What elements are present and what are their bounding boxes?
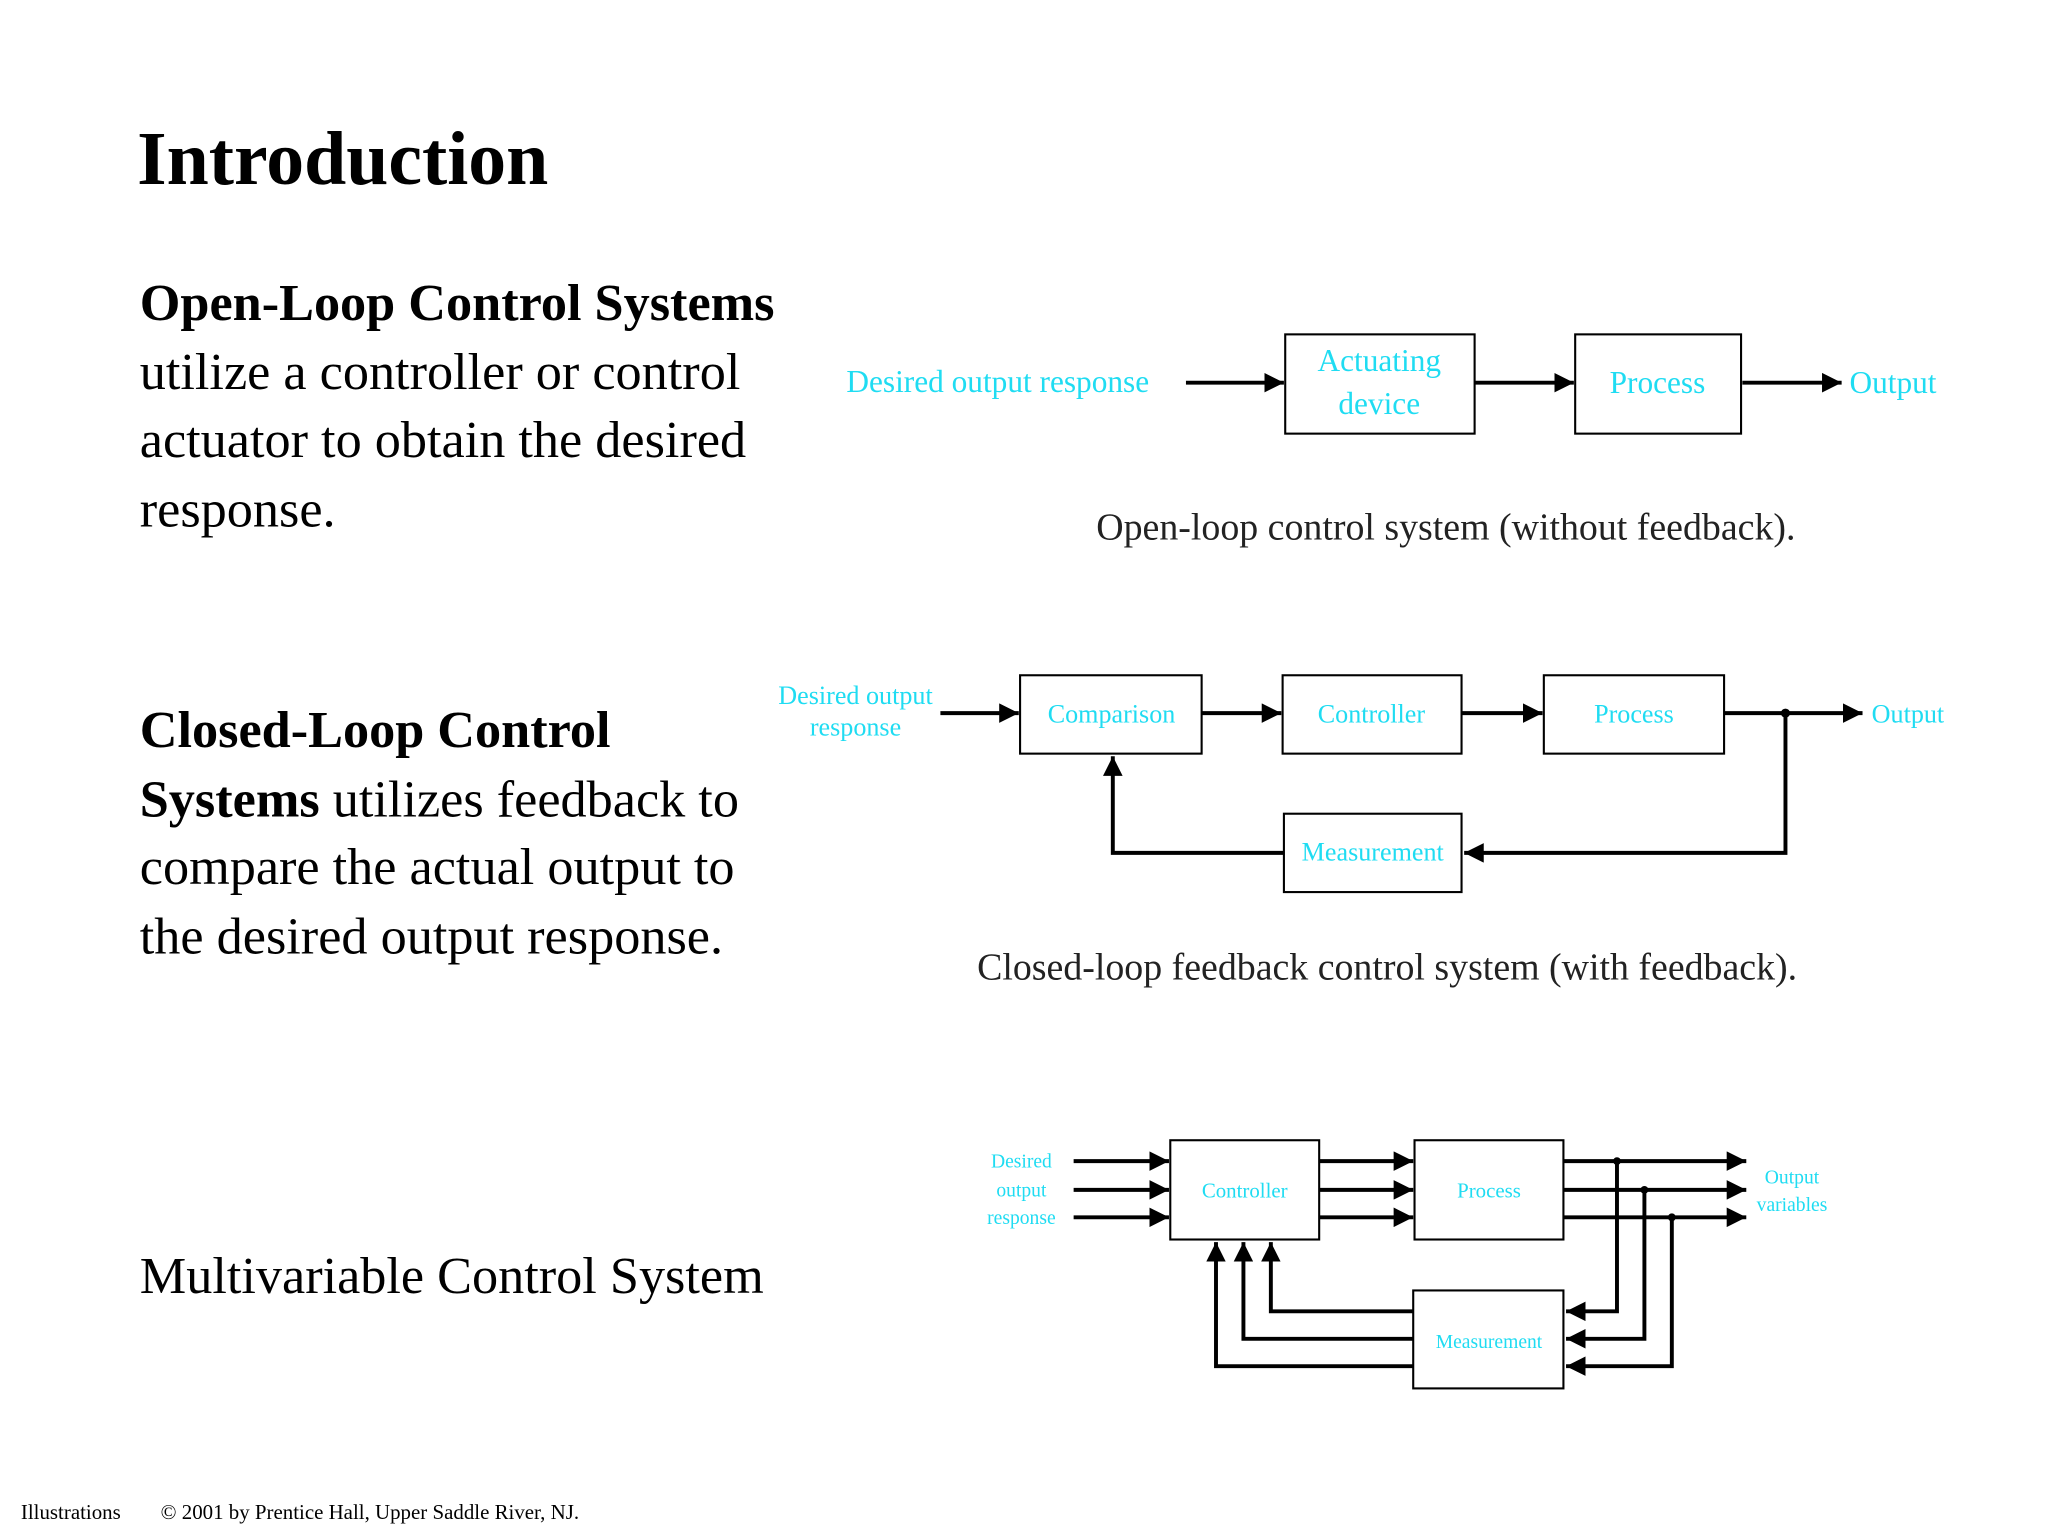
process-block [1413,1139,1565,1241]
footer-copyright: © 2001 by Prentice Hall, Upper Saddle Ri… [160,1502,580,1525]
controller-label: Controller [1318,699,1426,728]
multivariable-diagram: Desired output response Controller Proce… [987,1139,1828,1390]
closed-input-label-2: response [810,712,901,741]
process-label: Process [1610,365,1706,400]
controller-block [1169,1139,1321,1241]
measurement-block [1282,812,1463,894]
feedback-line [1566,1189,1647,1349]
open-loop-caption: Open-loop control system (without feedba… [1096,506,1795,548]
open-loop-heading: Open-Loop Control Systems [139,272,775,332]
open-loop-description: Open-Loop Control Systems utilize a cont… [140,269,775,543]
text-line: the desired output response. [139,905,724,965]
multivariable-label: Multivariable Control System [139,1246,764,1305]
process-label: Process [1457,1179,1521,1203]
process-block [1574,333,1743,435]
open-input-label: Desired output response [846,364,1149,399]
text-line: compare the actual output to [139,837,735,896]
closed-loop-heading-2: Systems [139,768,320,828]
feedback-line [1233,1242,1414,1341]
closed-loop-caption: Closed-loop feedback control system (wit… [977,947,1797,989]
process-block [1542,674,1726,755]
process-label: Process [1594,699,1674,728]
mv-output-label-2: variables [1757,1195,1828,1216]
measurement-label: Measurement [1302,838,1445,867]
feedback-line [1566,1161,1619,1322]
actuating-device-block [1284,333,1476,435]
actuator-label-1: Actuating [1317,343,1441,378]
measurement-label: Measurement [1436,1332,1543,1353]
closed-loop-diagram: Desired output response Comparison Contr… [778,674,1945,989]
text-line: utilize a controller or control [139,341,741,401]
feedback-line [1566,1217,1674,1376]
closed-loop-heading: Closed-Loop Control [139,700,611,759]
mv-output-label-1: Output [1765,1167,1820,1188]
comparison-block [1019,674,1203,755]
actuator-label-2: device [1338,386,1420,421]
output-label: Output [1849,365,1936,400]
footer-label: Illustrations [20,1502,121,1525]
controller-block [1281,674,1463,755]
text-line: response. [139,478,336,538]
feedback-line [1261,1242,1414,1314]
closed-input-label-1: Desired output [778,681,933,710]
controller-label: Controller [1202,1179,1288,1203]
text-line: actuator to obtain the desired [139,410,747,469]
feedback-line [1206,1242,1414,1369]
mv-input-label-1: Desired [991,1152,1052,1173]
mv-input-label-3: response [987,1208,1056,1229]
text-line: utilizes feedback to [319,768,739,828]
comparison-label: Comparison [1048,699,1176,728]
feedback-line [1103,756,1284,855]
slide-title: Introduction [137,116,549,202]
closed-loop-description: Closed-Loop Control Systems utilizes fee… [140,696,739,970]
open-loop-diagram: Desired output response Actuating device… [846,333,1937,548]
output-label: Output [1872,699,1945,728]
mv-input-label-2: output [996,1180,1047,1201]
feedback-line [1464,713,1788,863]
